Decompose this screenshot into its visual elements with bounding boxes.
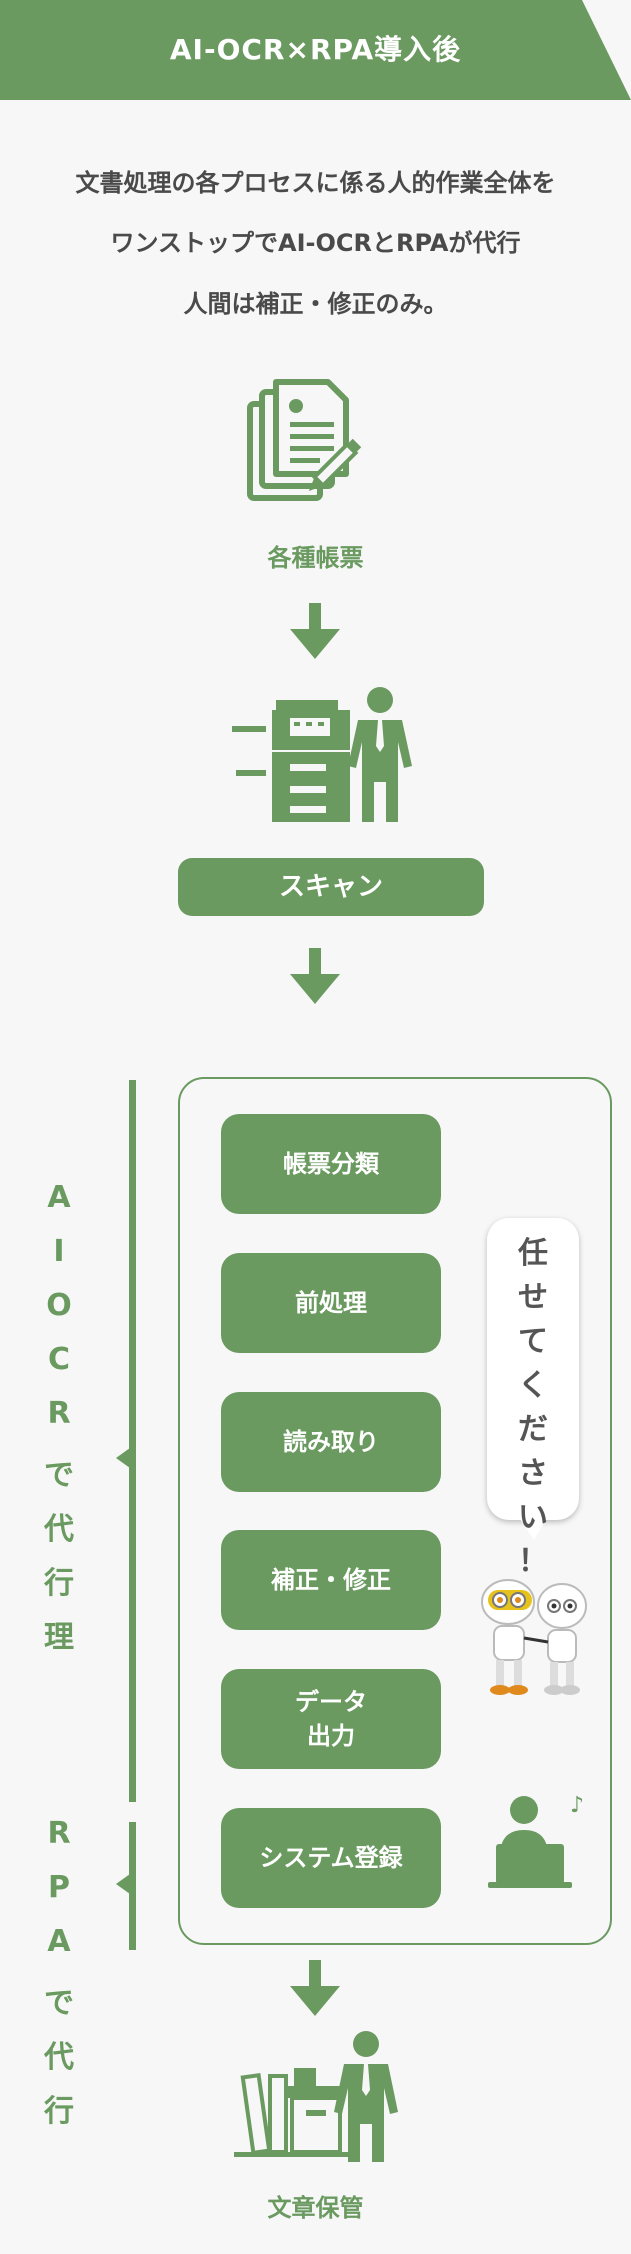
step-reading: 読み取り xyxy=(221,1392,441,1492)
scan-button: スキャン xyxy=(178,858,484,916)
bubble-char: く xyxy=(518,1368,548,1403)
documents-label: 各種帳票 xyxy=(267,544,364,572)
aiocr-char: O xyxy=(46,1288,72,1323)
aiocr-char: 行 xyxy=(44,1566,74,1601)
bracket-pointer-icon xyxy=(116,1448,130,1468)
rpa-char: A xyxy=(47,1924,71,1959)
bubble-char: だ xyxy=(518,1412,548,1447)
rpa-label: R P A で 代 行 xyxy=(34,1816,84,2140)
aiocr-char: R xyxy=(47,1396,71,1431)
bubble-char: い xyxy=(518,1500,548,1535)
aiocr-char: C xyxy=(47,1342,71,1377)
bubble-char: ！ xyxy=(518,1544,548,1579)
bubble-char: 任 xyxy=(518,1236,548,1271)
step-label: 帳票分類 xyxy=(283,1150,379,1178)
step-label: 補正・修正 xyxy=(271,1566,391,1594)
rpa-char: R xyxy=(47,1816,71,1851)
step-label-line2: 出力 xyxy=(307,1722,355,1750)
aiocr-char: I xyxy=(53,1234,65,1269)
rpa-char: で xyxy=(44,1986,74,2021)
svg-text:♪: ♪ xyxy=(570,1793,584,1818)
intro-line-1: 文書処理の各プロセスに係る人的作業全体を xyxy=(75,169,556,197)
rpa-char: 行 xyxy=(44,2094,74,2129)
step-preprocessing: 前処理 xyxy=(221,1253,441,1353)
step-system-registration: システム登録 xyxy=(221,1808,441,1908)
bracket-pointer-icon xyxy=(116,1874,130,1894)
step-label: 前処理 xyxy=(295,1289,367,1317)
bubble-tail-icon xyxy=(518,1516,548,1540)
aiocr-char: で xyxy=(44,1458,74,1493)
step-label: システム登録 xyxy=(259,1844,403,1872)
aiocr-bracket xyxy=(129,1080,136,1802)
rpa-bracket xyxy=(129,1822,136,1950)
header-tab xyxy=(0,0,631,100)
bubble-char: せ xyxy=(518,1280,548,1315)
arrow-down-icon xyxy=(290,948,340,1004)
arrow-down-icon xyxy=(290,603,340,659)
rpa-char: 代 xyxy=(44,2040,74,2075)
step-label: データ xyxy=(295,1688,367,1716)
bubble-text: 任 せ て く だ さ い ！ xyxy=(487,1232,579,1584)
speech-bubble xyxy=(487,1218,579,1520)
step-data-output: データ 出力 xyxy=(221,1669,441,1769)
aiocr-char: 理 xyxy=(44,1620,74,1655)
process-frame xyxy=(178,1077,612,1945)
aiocr-char: 代 xyxy=(44,1512,74,1547)
bubble-char: て xyxy=(518,1324,548,1359)
aiocr-label: A I O C R で 代 行 理 xyxy=(34,1180,84,1666)
arrow-down-icon xyxy=(290,1960,340,2016)
documents-icon xyxy=(247,379,362,501)
step-label: 読み取り xyxy=(283,1428,379,1456)
robots-mascot-icon xyxy=(481,1579,587,1695)
step-form-classification: 帳票分類 xyxy=(221,1114,441,1214)
step-correction: 補正・修正 xyxy=(221,1530,441,1630)
intro-line-2: ワンストップでAI-OCRとRPAが代行 xyxy=(110,229,521,257)
rpa-char: P xyxy=(48,1870,70,1905)
storage-person-icon xyxy=(234,2031,398,2162)
storage-label: 文章保管 xyxy=(267,2194,364,2222)
intro-line-3: 人間は補正・修正のみ。 xyxy=(183,290,448,318)
operator-laptop-icon: ♪ xyxy=(488,1793,584,1888)
bubble-char: さ xyxy=(518,1456,548,1491)
page-title: AI-OCR×RPA導入後 xyxy=(169,33,462,66)
aiocr-char: A xyxy=(47,1180,71,1215)
scanner-person-icon xyxy=(232,687,412,822)
